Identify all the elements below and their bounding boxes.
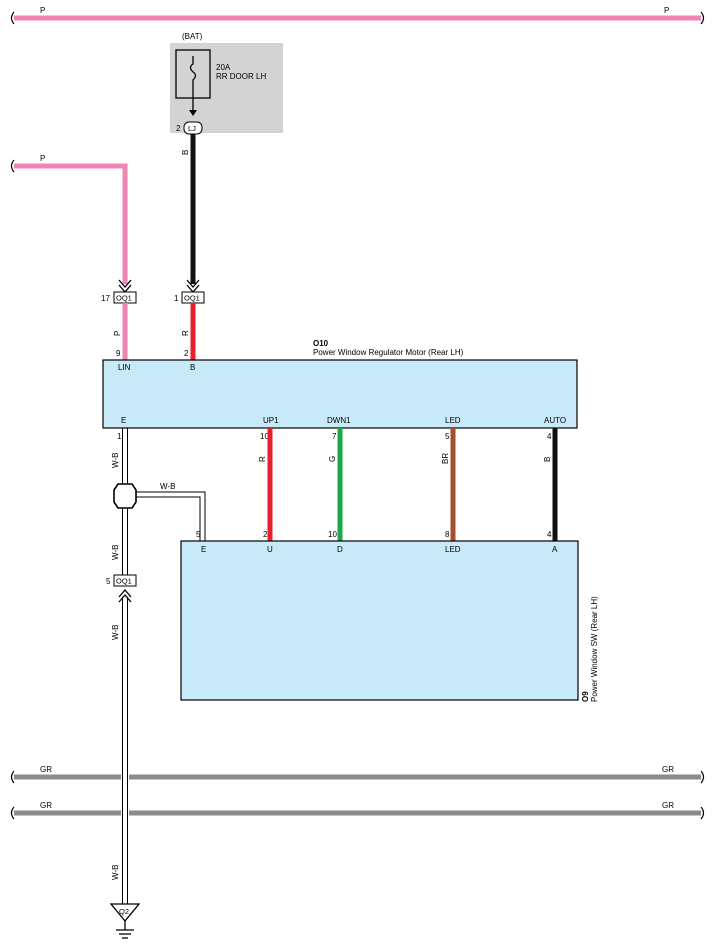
fuse-pin: 2 — [176, 124, 181, 133]
fuse-connector-label: LJ — [188, 124, 196, 133]
bus-break-left — [10, 159, 15, 173]
ground-point-label: Q2 — [119, 907, 129, 916]
fuse-area — [170, 43, 283, 133]
wire-color-down: G — [328, 456, 337, 462]
motor-o10: O10 Power Window Regulator Motor (Rear L… — [102, 339, 578, 441]
motor-pin-number: 2 — [184, 349, 189, 358]
switch-pin-label: LED — [445, 545, 461, 554]
crossing-gap — [121, 806, 129, 820]
ground-line — [136, 496, 201, 541]
oq1-connector-right: OQ1 1 — [174, 291, 205, 304]
battery-wire-color: B — [181, 150, 190, 155]
bus-break-left — [10, 11, 15, 25]
top-pink-bus: P P — [10, 6, 705, 25]
splice-wire-color: W-B — [160, 482, 175, 491]
switch-id: O9 — [581, 691, 590, 702]
switch-pin-number: 10 — [328, 530, 337, 539]
ground-wire-color: W-B — [111, 545, 120, 560]
motor-pin-label: LED — [445, 416, 461, 425]
wire-color-led: BR — [441, 453, 450, 464]
connector-pin: 17 — [101, 294, 110, 303]
ground-wire: W-B W-B W-B OQ1 5 W-B W-B — [106, 428, 206, 904]
switch-o9: 5 2 10 8 4 E U D LED A O9 Power Window S… — [180, 530, 599, 702]
bus-break-left — [10, 806, 15, 820]
ground-wire-color: W-B — [111, 453, 120, 468]
ground-wire-color: W-B — [111, 625, 120, 640]
motor-pin-label: B — [190, 363, 195, 372]
switch-pin-number: 4 — [547, 530, 552, 539]
oq1-connector-left: OQ1 17 — [101, 291, 137, 304]
battery-wire: B — [181, 134, 200, 293]
wire-color-up: R — [258, 456, 267, 462]
connector-pin: 1 — [174, 294, 179, 303]
switch-box — [180, 540, 579, 701]
fuse-icon — [189, 56, 197, 98]
motor-name: Power Window Regulator Motor (Rear LH) — [313, 348, 464, 357]
ground-crossing — [121, 768, 129, 822]
switch-name: Power Window SW (Rear LH) — [590, 596, 599, 702]
bus-break-right — [700, 11, 705, 25]
connector-label: OQ1 — [184, 294, 200, 303]
switch-pin-label: A — [552, 545, 558, 554]
bus-break-right — [700, 770, 705, 784]
motor-pin-label: LIN — [118, 363, 131, 372]
switch-pin-number: 5 — [196, 530, 201, 539]
wire-color-auto: B — [543, 457, 552, 462]
gr-bus-2: GR GR — [10, 801, 705, 820]
chevron-up-icon — [118, 589, 132, 603]
fuse-rating: 20A — [216, 63, 231, 72]
motor-pin-label: UP1 — [263, 416, 279, 425]
connector-label: OQ1 — [116, 577, 132, 586]
bus-label-left: P — [40, 6, 45, 15]
signal-wires: R G BR B — [258, 428, 558, 541]
gr-bus-1: GR GR — [10, 765, 705, 784]
motor-id: O10 — [313, 339, 329, 348]
motor-pin-label: AUTO — [544, 416, 566, 425]
connector-pin: 5 — [106, 577, 111, 586]
fuse-block: (BAT) 20A RR DOOR LH LJ 2 — [170, 32, 283, 135]
motor-pin-number: 4 — [547, 432, 552, 441]
wire-color-lin: P — [113, 331, 122, 336]
bus-label-left: GR — [40, 765, 52, 774]
motor-pin-label: DWN1 — [327, 416, 351, 425]
ground-line — [136, 491, 206, 541]
ground-wire-color: W-B — [111, 865, 120, 880]
switch-pin-label: U — [267, 545, 273, 554]
bus-label-left: GR — [40, 801, 52, 810]
bus-label-right: GR — [662, 801, 674, 810]
motor-pin-number: 10 — [260, 432, 269, 441]
splice-point-icon — [113, 483, 137, 509]
switch-pin-label: D — [337, 545, 343, 554]
bus-break-left — [10, 770, 15, 784]
bus-label-right: P — [664, 6, 669, 15]
pink-feed-label: P — [40, 154, 45, 163]
fuse-source-label: (BAT) — [182, 32, 203, 41]
switch-pin-number: 2 — [263, 530, 268, 539]
motor-pin-number: 7 — [332, 432, 337, 441]
fuse-arrow-icon — [189, 110, 197, 116]
motor-pin-number: 9 — [116, 349, 121, 358]
motor-pin-number: 5 — [445, 432, 450, 441]
crossing-gap — [121, 770, 129, 784]
motor-pin-number: 1 — [117, 432, 122, 441]
fuse-name: RR DOOR LH — [216, 72, 266, 81]
bus-label-right: GR — [662, 765, 674, 774]
wire-color-b: R — [181, 330, 190, 336]
motor-pin-label: E — [121, 416, 126, 425]
switch-pin-label: E — [201, 545, 206, 554]
switch-pin-number: 8 — [445, 530, 450, 539]
pink-wire — [14, 163, 128, 284]
ground-triangle-icon — [109, 903, 141, 923]
pink-feed-wire: P — [10, 154, 132, 293]
ground-point-q2: Q2 — [109, 903, 141, 939]
connector-label: OQ1 — [116, 294, 132, 303]
bus-break-right — [700, 806, 705, 820]
connector-box — [113, 574, 137, 587]
